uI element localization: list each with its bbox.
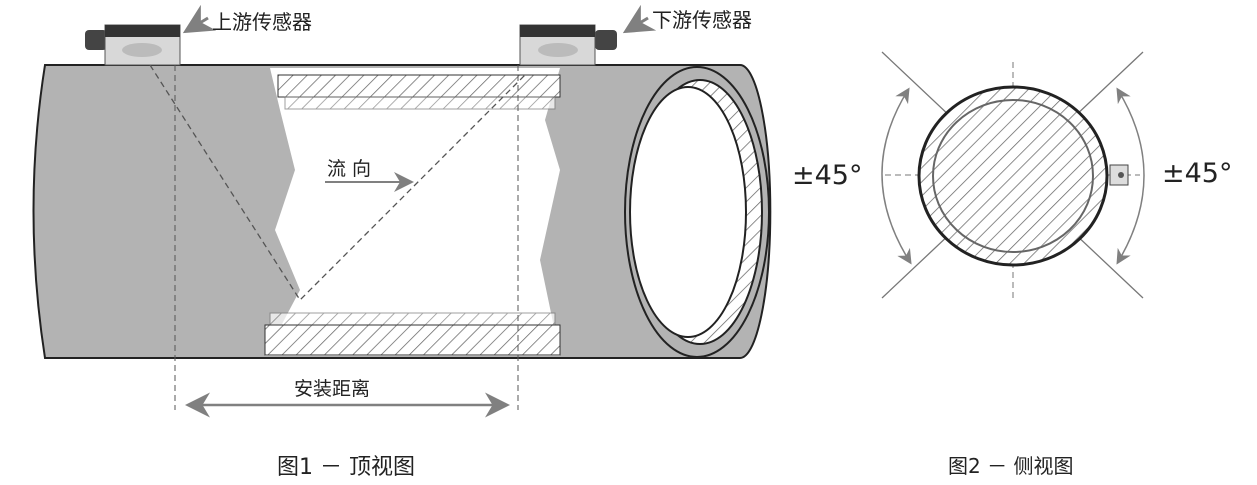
install-distance-label: 安装距离 (294, 378, 371, 400)
pipe-side-view (881, 51, 1145, 300)
upstream-sensor-label: 上游传感器 (212, 10, 312, 34)
flow-direction-label: 流 向 (327, 158, 372, 180)
angle-label-right: ±45° (1162, 158, 1233, 189)
figure1-caption: 图1 － 顶视图 (277, 455, 415, 480)
downstream-sensor (519, 24, 617, 66)
downstream-sensor-label: 下游传感器 (652, 8, 752, 32)
pipe-top-view (32, 64, 772, 418)
figure2-caption: 图2 － 侧视图 (948, 454, 1074, 478)
angle-label-left: ±45° (792, 160, 863, 191)
upstream-sensor (85, 24, 181, 66)
